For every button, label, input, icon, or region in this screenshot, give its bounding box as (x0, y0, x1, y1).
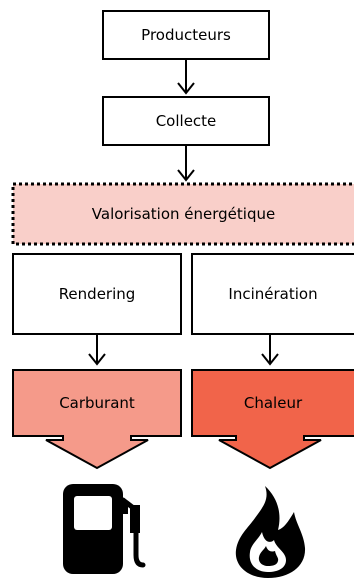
producteurs-label: Producteurs (141, 26, 231, 44)
incineration-label: Incinération (228, 285, 318, 303)
carburant-box (12, 369, 182, 470)
valorisation-label: Valorisation énergétique (91, 205, 276, 223)
chaleur-label: Chaleur (243, 394, 303, 412)
collecte-label: Collecte (155, 112, 217, 130)
valorisation-box (11, 182, 354, 246)
producteurs-box (102, 10, 270, 60)
collecte-box (102, 96, 270, 146)
rendering-box (12, 253, 182, 335)
incineration-box (191, 253, 354, 335)
flame-icon (235, 486, 306, 578)
chaleur-box (191, 369, 354, 470)
rendering-label: Rendering (58, 285, 136, 303)
fuel-pump-icon (63, 484, 146, 574)
carburant-label: Carburant (59, 394, 135, 412)
